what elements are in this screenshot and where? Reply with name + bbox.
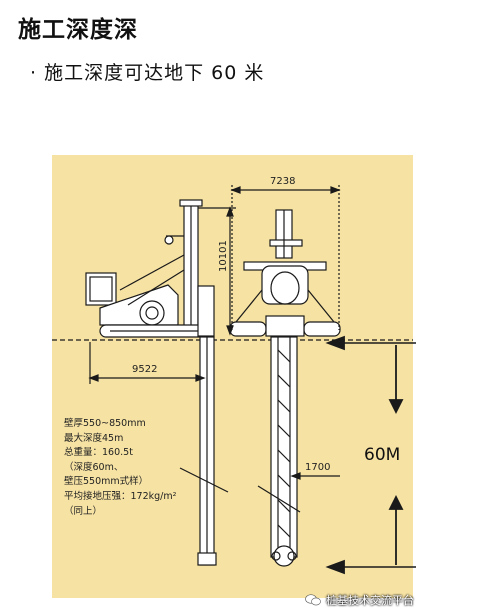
page-subtitle: · 施工深度可达地下 60 米	[30, 62, 265, 84]
dim-panel-label: 1700	[305, 462, 330, 473]
wechat-icon	[305, 594, 321, 606]
depth-dimension	[325, 335, 416, 575]
depth-label: 60M	[364, 445, 400, 465]
page-title: 施工深度深	[18, 17, 138, 43]
spec-item: 壁压550mm式样）	[64, 476, 149, 488]
spec-item: 总重量：160.5t	[64, 447, 133, 459]
dim-height-label: 10101	[218, 240, 229, 272]
diagram-panel	[52, 155, 413, 598]
dim-width-label: 7238	[270, 176, 295, 187]
front-view-machine	[229, 209, 341, 567]
watermark: 桩基技术交流平台	[305, 592, 414, 608]
spec-item: （同上）	[64, 505, 103, 517]
spec-item: 最大深度45m	[64, 432, 124, 444]
spec-list: 壁厚550~850mm 最大深度45m 总重量：160.5t （深度60m、 壁…	[64, 417, 176, 519]
side-view-machine	[85, 199, 217, 566]
spec-item: 壁厚550~850mm	[64, 418, 146, 429]
watermark-text: 桩基技术交流平台	[326, 594, 414, 607]
dim-reach-label: 9522	[132, 364, 157, 375]
spec-item: 平均接地压强：172kg/m²	[64, 490, 177, 502]
spec-item: （深度60m、	[64, 461, 124, 473]
